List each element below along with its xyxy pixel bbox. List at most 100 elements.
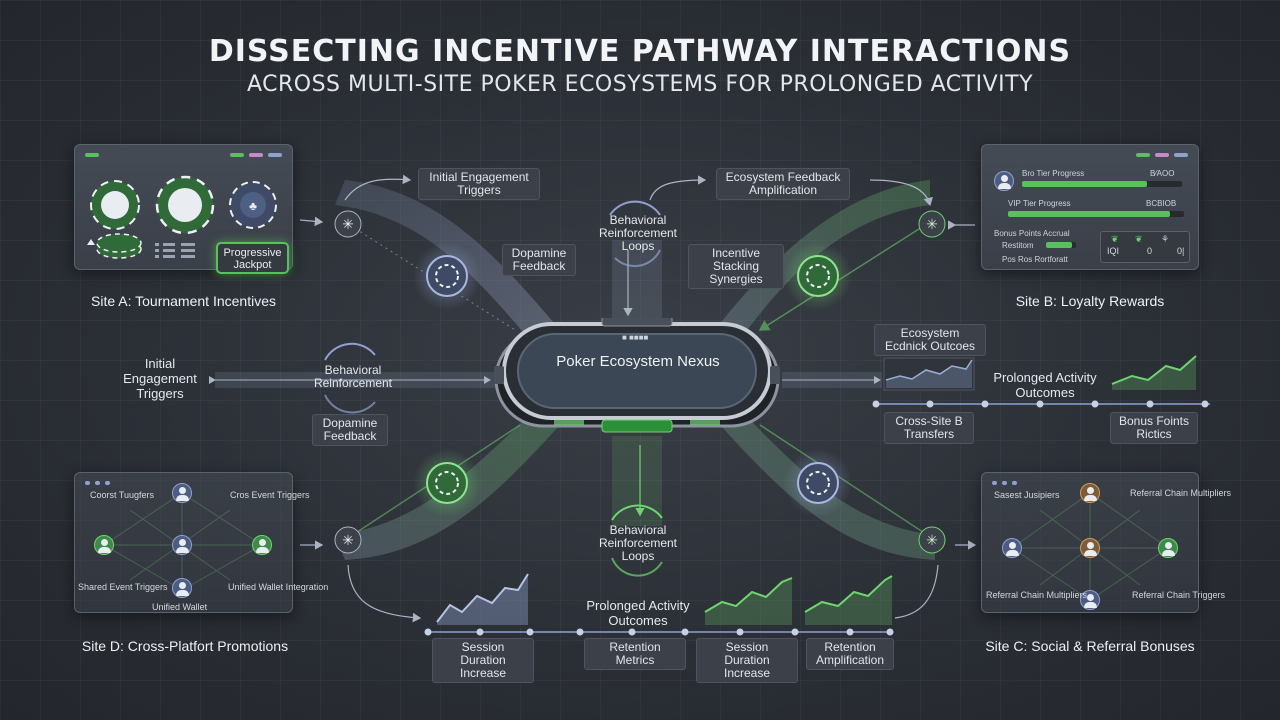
page-title: DISSECTING INCENTIVE PATHWAY INTERACTION… <box>208 34 1072 69</box>
incentive-stacking-label: Incentive Stacking Synergies <box>688 244 784 289</box>
poker-chip-icon <box>413 242 481 310</box>
leaf-icon: ❦ <box>1135 234 1143 244</box>
avatar <box>994 171 1014 191</box>
mini-chart-right-1 <box>883 357 975 391</box>
accrual-bar <box>1046 242 1076 248</box>
mini-chart-bottom-1 <box>436 573 529 625</box>
tier-row-label: Bro Tier Progress <box>1022 169 1085 178</box>
avatar <box>1158 538 1178 558</box>
tier-progress-bar <box>1022 181 1182 187</box>
accrual-row: Pos Ros Rortforatt <box>1002 255 1068 264</box>
band-site-a <box>335 180 560 340</box>
tier-row-label: VIP Tier Progress <box>1008 199 1071 208</box>
accrual-title: Bonus Points Accrual <box>994 229 1070 238</box>
tier-progress-fill <box>1008 211 1170 217</box>
accrual-row: Restitom <box>1002 241 1034 250</box>
node-label: Referral Chain Multipliers <box>986 590 1088 600</box>
site-a-panel: ♣ <box>74 144 293 270</box>
session-duration-label: Session Duration Increase <box>432 638 534 683</box>
behavioral-reinforcement-left: Behavioral Reinforcement <box>313 363 393 390</box>
poker-chip-icon <box>784 242 852 310</box>
gift-icon <box>1080 590 1100 610</box>
site-a-label: Site A: Tournament Incentives <box>91 293 276 309</box>
mini-chart-bottom-2 <box>704 577 793 625</box>
accrual-fill <box>1046 242 1072 248</box>
sparkle-node: ✳ <box>334 526 362 554</box>
progressive-jackpot-badge[interactable]: Progressive Jackpot <box>216 242 289 274</box>
sparkle-node: ✳ <box>918 526 946 554</box>
cross-site-transfers-label: Cross-Site B Transfers <box>884 412 974 444</box>
prolonged-activity-bottom: Prolonged Activity Outcomes <box>586 598 690 628</box>
nexus-label: Poker Ecosystem Nexus <box>556 353 720 370</box>
dopamine-feedback-left: Dopamine Feedback <box>312 414 388 446</box>
node-label: Referral Chain Triggers <box>1132 590 1226 600</box>
node-label: Shared Event Triggers <box>78 582 168 592</box>
session-duration-label: Session Duration Increase <box>696 638 798 683</box>
node-label: Sasest Jusipiers <box>994 490 1060 500</box>
ecosystem-feedback-label: Ecosystem Feedback Amplification <box>716 168 850 200</box>
avatar <box>172 483 192 503</box>
loop-arrow-top <box>609 200 661 216</box>
retention-metrics-label: Retention Metrics <box>584 638 686 670</box>
sparkle-node: ✳ <box>918 210 946 238</box>
page-subtitle: ACROSS MULTI-SITE POKER ECOSYSTEMS FOR P… <box>246 72 1034 97</box>
bonus-points-metrics-label: Bonus Foints Rictics <box>1110 412 1198 444</box>
tier-row-value: BCBIOB <box>1146 199 1177 208</box>
behavioral-loops-top: Behavioral Reinforcement Loops <box>598 213 678 253</box>
loop-arrow-bottom <box>611 504 663 521</box>
node-label: Unified Wallet Integration <box>228 582 329 592</box>
loop-arrow-left <box>324 342 376 361</box>
initial-engagement-left: Initial Engagement Triggers <box>123 356 197 401</box>
poker-chip-icon: ♣ <box>229 181 277 229</box>
tier-row-value: B⁄AOO <box>1150 169 1175 178</box>
ecosystem-outcomes-label: Ecosystem Ecdnick Outcoes <box>874 324 986 356</box>
site-b-panel: Bro Tier Progress B⁄AOO VIP Tier Progres… <box>981 144 1199 270</box>
avatar <box>94 535 114 555</box>
poker-chip-icon <box>784 449 852 517</box>
mini-stats-box: IQI 0 0| ❦ ❦ ⚘ <box>1100 231 1190 263</box>
leaf-icon: ⚘ <box>1161 234 1170 244</box>
tier-progress-bar <box>1008 211 1184 217</box>
prolonged-activity-right: Prolonged Activity Outcomes <box>993 370 1097 400</box>
triangle-icon <box>87 239 95 245</box>
node-label: Unified Wallet <box>152 602 208 612</box>
site-c-label: Site C: Social & Referral Bonuses <box>985 638 1195 654</box>
stat-value: 0| <box>1177 246 1185 256</box>
initial-engagement-label: Initial Engagement Triggers <box>418 168 540 200</box>
node-label: Coorst Tuugfers <box>90 490 155 500</box>
band-top <box>612 240 662 320</box>
right-timeline <box>872 400 1210 408</box>
svg-text:✳: ✳ <box>342 216 354 232</box>
svg-text:✳: ✳ <box>926 532 938 548</box>
avatar <box>172 535 192 555</box>
sparkle-node: ✳ <box>334 210 362 238</box>
svg-text:✳: ✳ <box>342 532 354 548</box>
poker-chip-icon <box>155 175 215 235</box>
dopamine-feedback-top: Dopamine Feedback <box>502 244 576 276</box>
avatar <box>1080 483 1100 503</box>
stat-value: IQI <box>1107 246 1120 256</box>
node-label: Cros Event Triggers <box>230 490 310 500</box>
poker-chip-icon <box>96 233 142 259</box>
mini-chart-right-2 <box>1111 355 1197 390</box>
stat-value: 0 <box>1147 246 1153 256</box>
list-lines <box>155 243 195 258</box>
mini-chart-bottom-3 <box>804 575 893 625</box>
poker-chip-icon <box>413 449 481 517</box>
behavioral-loops-bottom: Behavioral Reinforcement Loops <box>598 523 678 563</box>
retention-amplification-label: Retention Amplification <box>806 638 894 670</box>
poker-chip-icon <box>90 180 140 230</box>
svg-text:♣: ♣ <box>249 199 257 213</box>
tier-progress-fill <box>1022 181 1147 187</box>
site-b-label: Site B: Loyalty Rewards <box>1015 293 1165 309</box>
svg-text:✳: ✳ <box>926 216 938 232</box>
node-label: Referral Chain Multipliers <box>1130 488 1232 498</box>
poker-ecosystem-nexus[interactable] <box>494 318 780 436</box>
nexus-top-tag: ■ ■■■■ <box>622 333 649 342</box>
leaf-icon: ❦ <box>1111 234 1119 244</box>
wallet-icon <box>172 578 192 598</box>
avatar <box>252 535 272 555</box>
avatar <box>1080 538 1100 558</box>
avatar <box>1002 538 1022 558</box>
bottom-timeline <box>424 628 894 636</box>
